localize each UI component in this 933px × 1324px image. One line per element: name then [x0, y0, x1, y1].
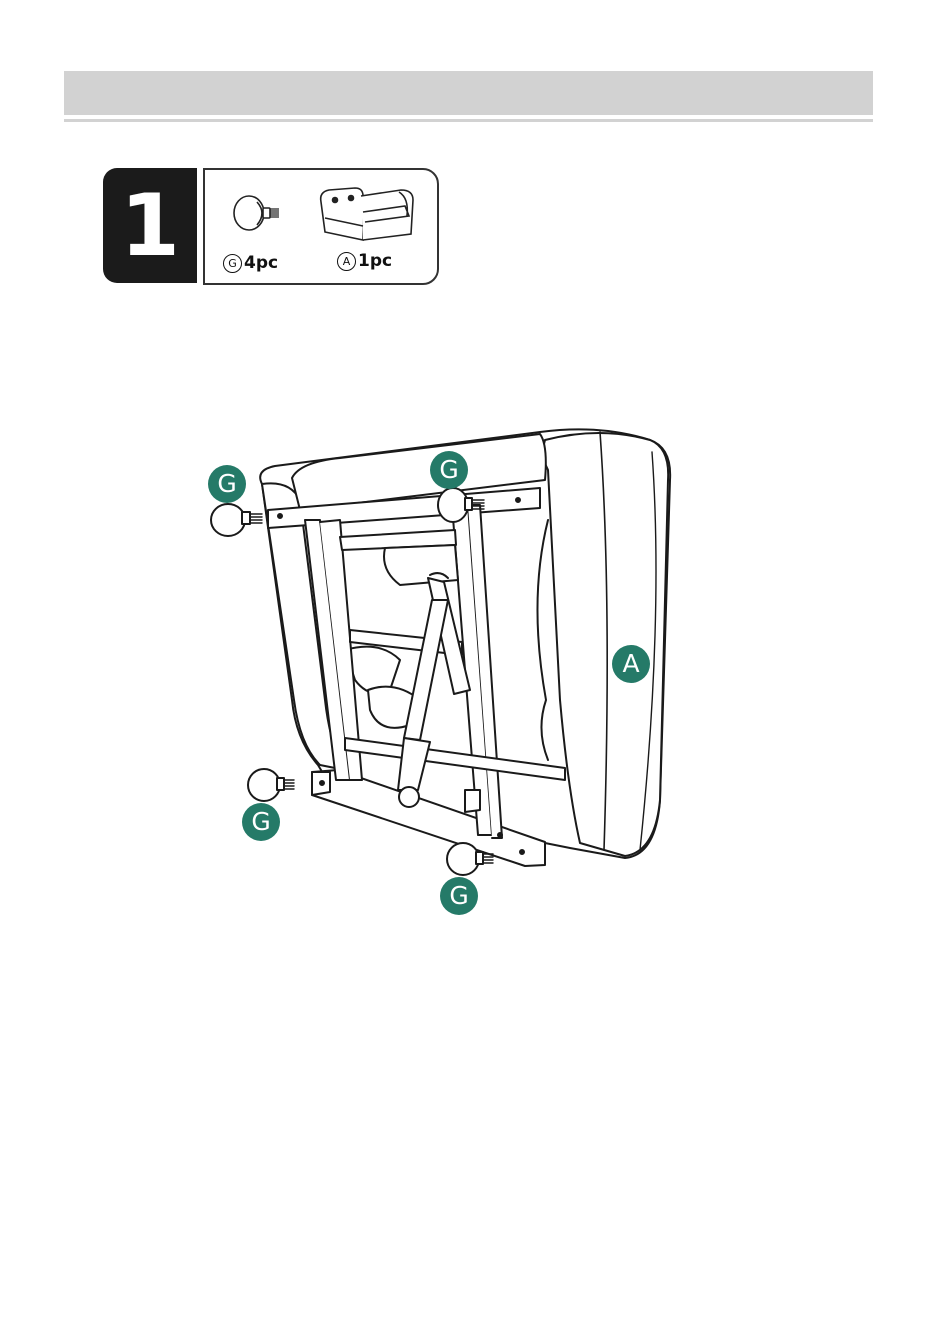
callout-g-bottom-center: G	[440, 877, 478, 915]
callout-g-top-left: G	[208, 465, 246, 503]
foot-g3	[248, 769, 294, 801]
foot-g1	[211, 504, 262, 536]
callout-a-chair: A	[612, 645, 650, 683]
callout-g-top-center: G	[430, 451, 468, 489]
callout-g-bottom-left: G	[242, 803, 280, 841]
